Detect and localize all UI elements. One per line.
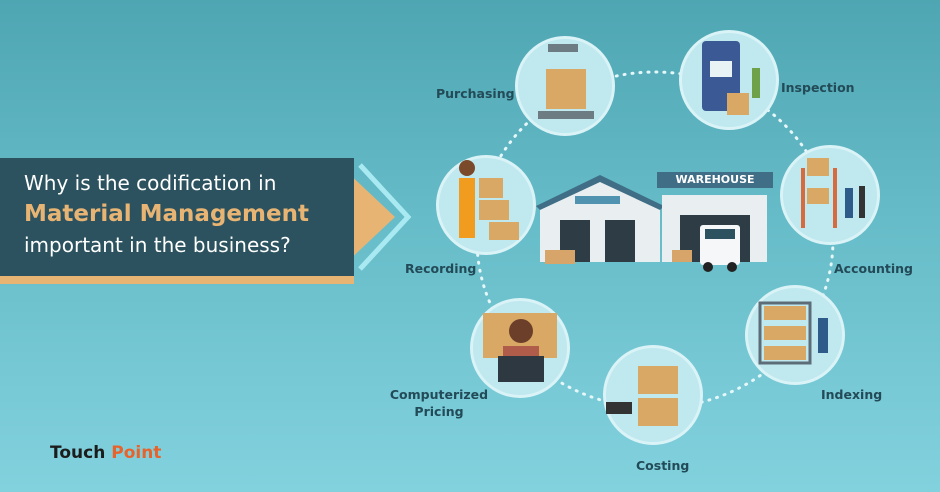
logo-part-1: Touch [50,443,106,463]
accounting-shelves-icon [780,145,880,245]
costing-scanner-icon [603,345,703,445]
headline-line-1: Why is the codification in [24,171,277,195]
step-label-accounting: Accounting [834,261,913,276]
step-label-recording: Recording [405,261,477,276]
headline-line-3: important in the business? [24,233,291,257]
step-label-inspection: Inspection [781,80,855,95]
step-label-purchasing: Purchasing [436,86,515,101]
headline-banner [0,158,354,276]
step-label-computerized-pricing: Computerized Pricing [389,387,489,419]
headline-highlight: Material Management [24,201,309,227]
banner-stripe [0,276,354,284]
touchpoint-logo: Touch Point [50,443,161,463]
arrow-shape [345,170,395,264]
computerized-pricing-laptop-icon [470,298,570,398]
logo-part-2: Point [111,443,162,463]
warehouse-illustration [536,172,773,272]
indexing-rack-icon [745,285,845,385]
headline: Why is the codification in Material Mana… [24,168,309,261]
step-label-costing: Costing [636,458,690,473]
arrow-outline [358,163,412,271]
warehouse-sign: WAREHOUSE [675,173,755,186]
purchasing-scale-icon [515,36,615,136]
step-label-indexing: Indexing [821,387,883,402]
recording-worker-icon [436,155,536,255]
inspection-barcode-icon [679,30,779,130]
